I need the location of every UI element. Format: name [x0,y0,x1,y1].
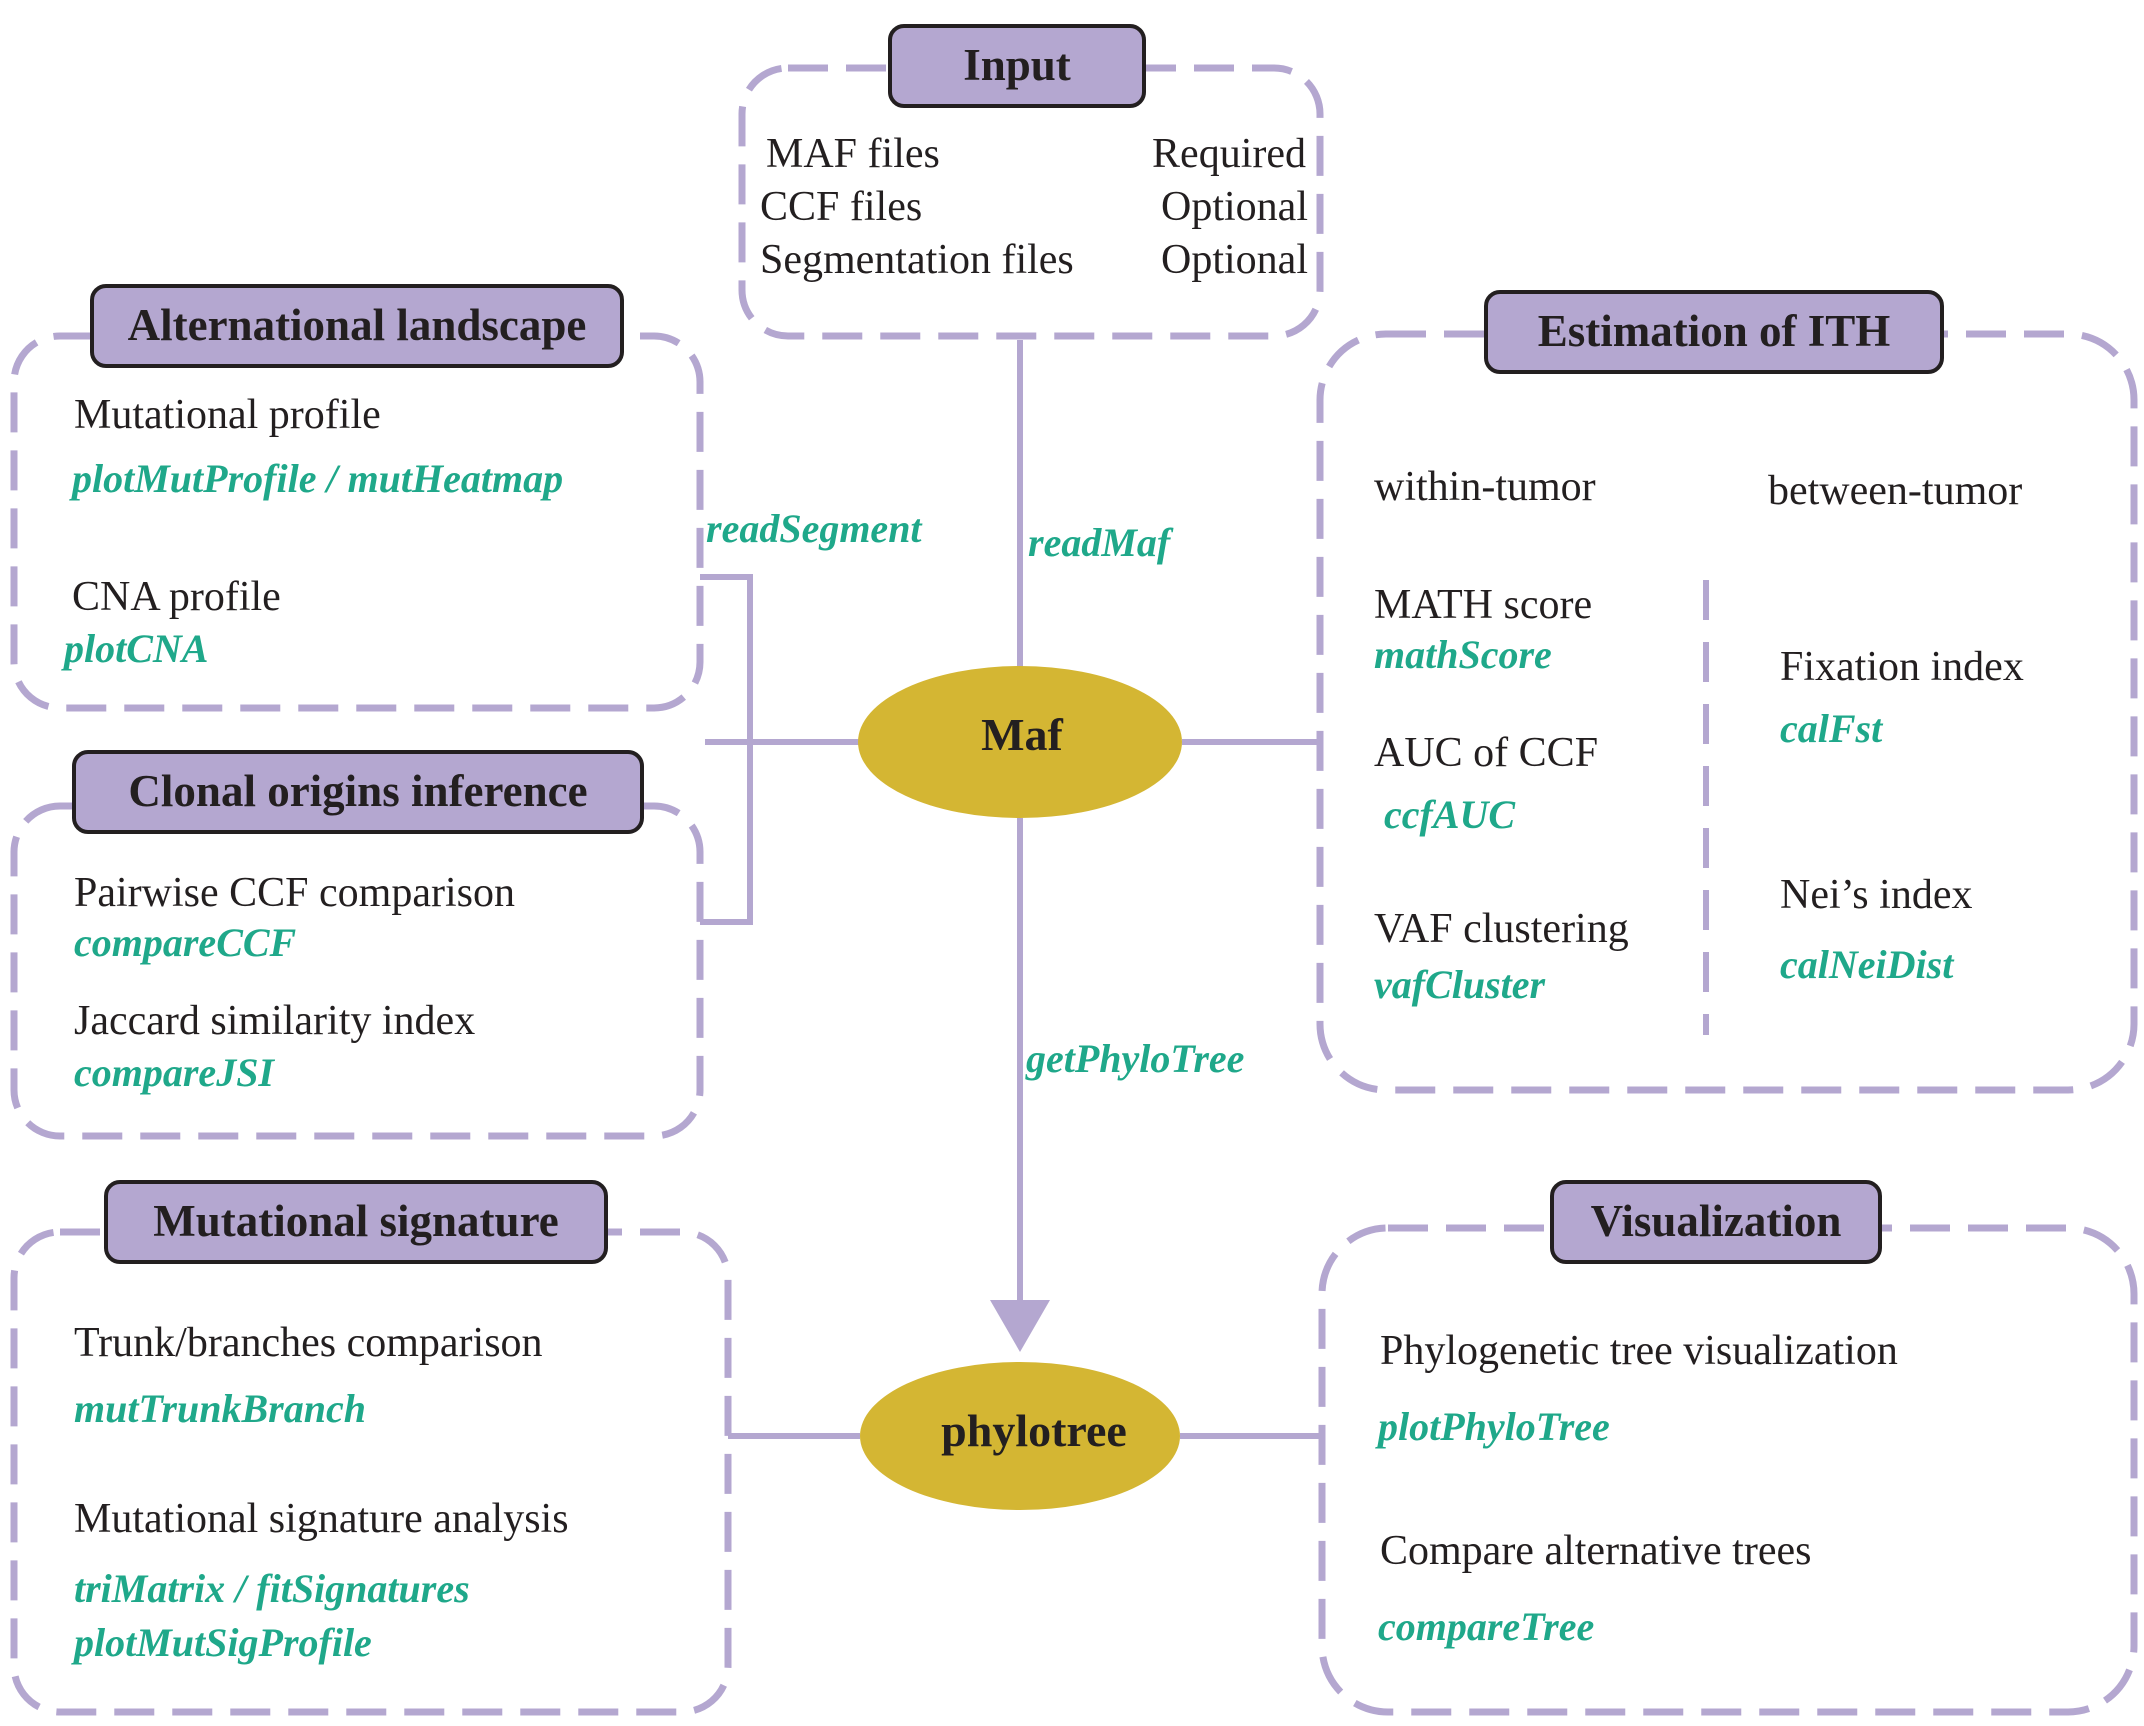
input-title-pill [888,24,1146,108]
trunk-branches-function: mutTrunkBranch [74,1386,366,1431]
clonal-title-pill [72,750,644,834]
input-row-label: MAF files [766,131,940,177]
pairwise-ccf-label: Pairwise CCF comparison [74,870,515,916]
get-phylo-tree-edge-label: getPhyloTree [1025,1036,1244,1081]
signature-title: Mutational signature [153,1196,558,1246]
phylo-tree-visualization-label: Phylogenetic tree visualization [1380,1328,1898,1374]
connectors [700,340,1322,1439]
clonal-title: Clonal origins inference [128,766,587,816]
visualization-panel [1318,1224,2138,1716]
jaccard-label: Jaccard similarity index [74,998,475,1044]
nei-index-function: calNeiDist [1780,942,1955,987]
cna-profile-function: plotCNA [61,626,208,671]
maf-node [858,666,1182,818]
signature-profile-function: plotMutSigProfile [71,1620,372,1665]
alterational-title: Alternational landscape [128,300,587,350]
nei-index-label: Nei’s index [1780,872,1972,918]
input-row-status: Optional [1161,237,1308,283]
maf-node-label: Maf [981,709,1063,760]
alterational-title-pill [90,284,624,368]
within-tumor-label: within-tumor [1374,464,1596,510]
auc-ccf-function: ccfAUC [1384,792,1516,837]
pairwise-ccf-function: compareCCF [74,920,297,965]
fixation-index-label: Fixation index [1780,644,2024,690]
signature-analysis-label: Mutational signature analysis [74,1496,569,1542]
fixation-index-function: calFst [1780,706,1884,751]
compare-trees-function: compareTree [1378,1604,1594,1649]
math-score-function: mathScore [1374,632,1552,677]
read-segment-edge-label: readSegment [706,506,923,551]
input-row-label: Segmentation files [760,237,1074,283]
input-row-status: Required [1152,131,1306,177]
input-title: Input [963,40,1071,90]
vaf-clustering-function: vafCluster [1374,962,1546,1007]
title-pills [72,24,1944,1264]
signature-analysis-function: triMatrix / fitSignatures [74,1566,470,1611]
phylo-tree-visualization-function: plotPhyloTree [1375,1404,1610,1449]
phylotree-node-label: phylotree [941,1405,1127,1456]
mutational-profile-function: plotMutProfile / mutHeatmap [69,456,563,501]
read-maf-edge-label: readMaf [1028,520,1174,565]
visualization-title: Visualization [1591,1196,1842,1246]
math-score-label: MATH score [1374,582,1592,628]
input-row-label: CCF files [760,184,922,230]
phylotree-node [860,1362,1180,1510]
mutational-profile-label: Mutational profile [74,392,381,438]
input-row-status: Optional [1161,184,1308,230]
vaf-clustering-label: VAF clustering [1374,906,1629,952]
ith-title-pill [1484,290,1944,374]
visualization-title-pill [1550,1180,1882,1264]
ith-title: Estimation of ITH [1538,306,1891,356]
input-rows: MAF files Required CCF files Optional Se… [760,131,1308,283]
connector-segment-bracket [700,574,753,925]
ith-panel [1316,330,2138,1094]
signature-title-pill [104,1180,608,1264]
cna-profile-label: CNA profile [72,574,281,620]
compare-trees-label: Compare alternative trees [1380,1528,1811,1574]
between-tumor-label: between-tumor [1768,468,2022,514]
trunk-branches-label: Trunk/branches comparison [74,1320,543,1366]
jaccard-function: compareJSI [74,1050,275,1095]
auc-ccf-label: AUC of CCF [1374,730,1598,776]
arrowhead-icon [990,1300,1050,1352]
